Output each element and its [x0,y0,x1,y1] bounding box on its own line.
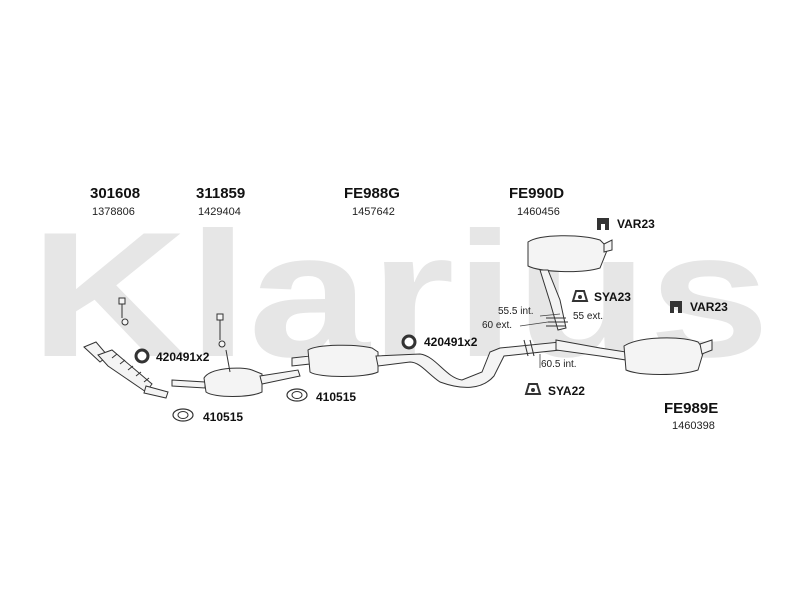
dimension-60-5-int: 60.5 int. [541,359,577,370]
gasket-icon [286,388,308,402]
fitting-gasket-bottom: 410515 [203,410,244,424]
catalyst-311859 [171,313,301,397]
dimension-55-ext: 55 ext. [573,311,604,322]
part-code-fe989e: FE989E [664,400,719,417]
rear-branch-fe990d [527,235,613,331]
part-code-301608: 301608 [90,185,141,202]
mounting-rubber-icon [524,383,542,395]
clamp-icon [134,348,150,364]
fitting-var23-right: VAR23 [690,300,728,314]
fitting-var23-top: VAR23 [617,217,655,231]
part-code-fe990d: FE990D [509,185,565,202]
fitting-sya23: SYA23 [594,290,631,304]
part-code-311859: 311859 [196,185,246,202]
fitting-gasket-mid: 410515 [316,390,357,404]
part-ref-1429404: 1429404 [198,206,241,218]
part-ref-1460456: 1460456 [517,206,560,218]
clamp-icon [401,334,417,350]
rubber-hanger-icon [597,218,609,230]
dimension-55-5-int: 55.5 int. [498,306,534,317]
fitting-clamp-mid: 420491x2 [424,335,478,349]
rear-silencer-fe989e [555,337,713,375]
part-ref-1460398: 1460398 [672,420,715,432]
centre-silencer-fe988g [291,341,561,388]
dimension-60-ext: 60 ext. [482,320,513,331]
fitting-clamp-left: 420491x2 [156,350,210,364]
part-ref-1457642: 1457642 [352,206,395,218]
gasket-icon [172,408,194,422]
fitting-sya22: SYA22 [548,384,585,398]
rubber-hanger-icon [670,301,682,313]
mounting-rubber-icon [571,290,589,302]
part-ref-1378806: 1378806 [92,206,135,218]
part-code-fe988g: FE988G [344,185,400,202]
front-pipe-301608 [83,297,169,399]
